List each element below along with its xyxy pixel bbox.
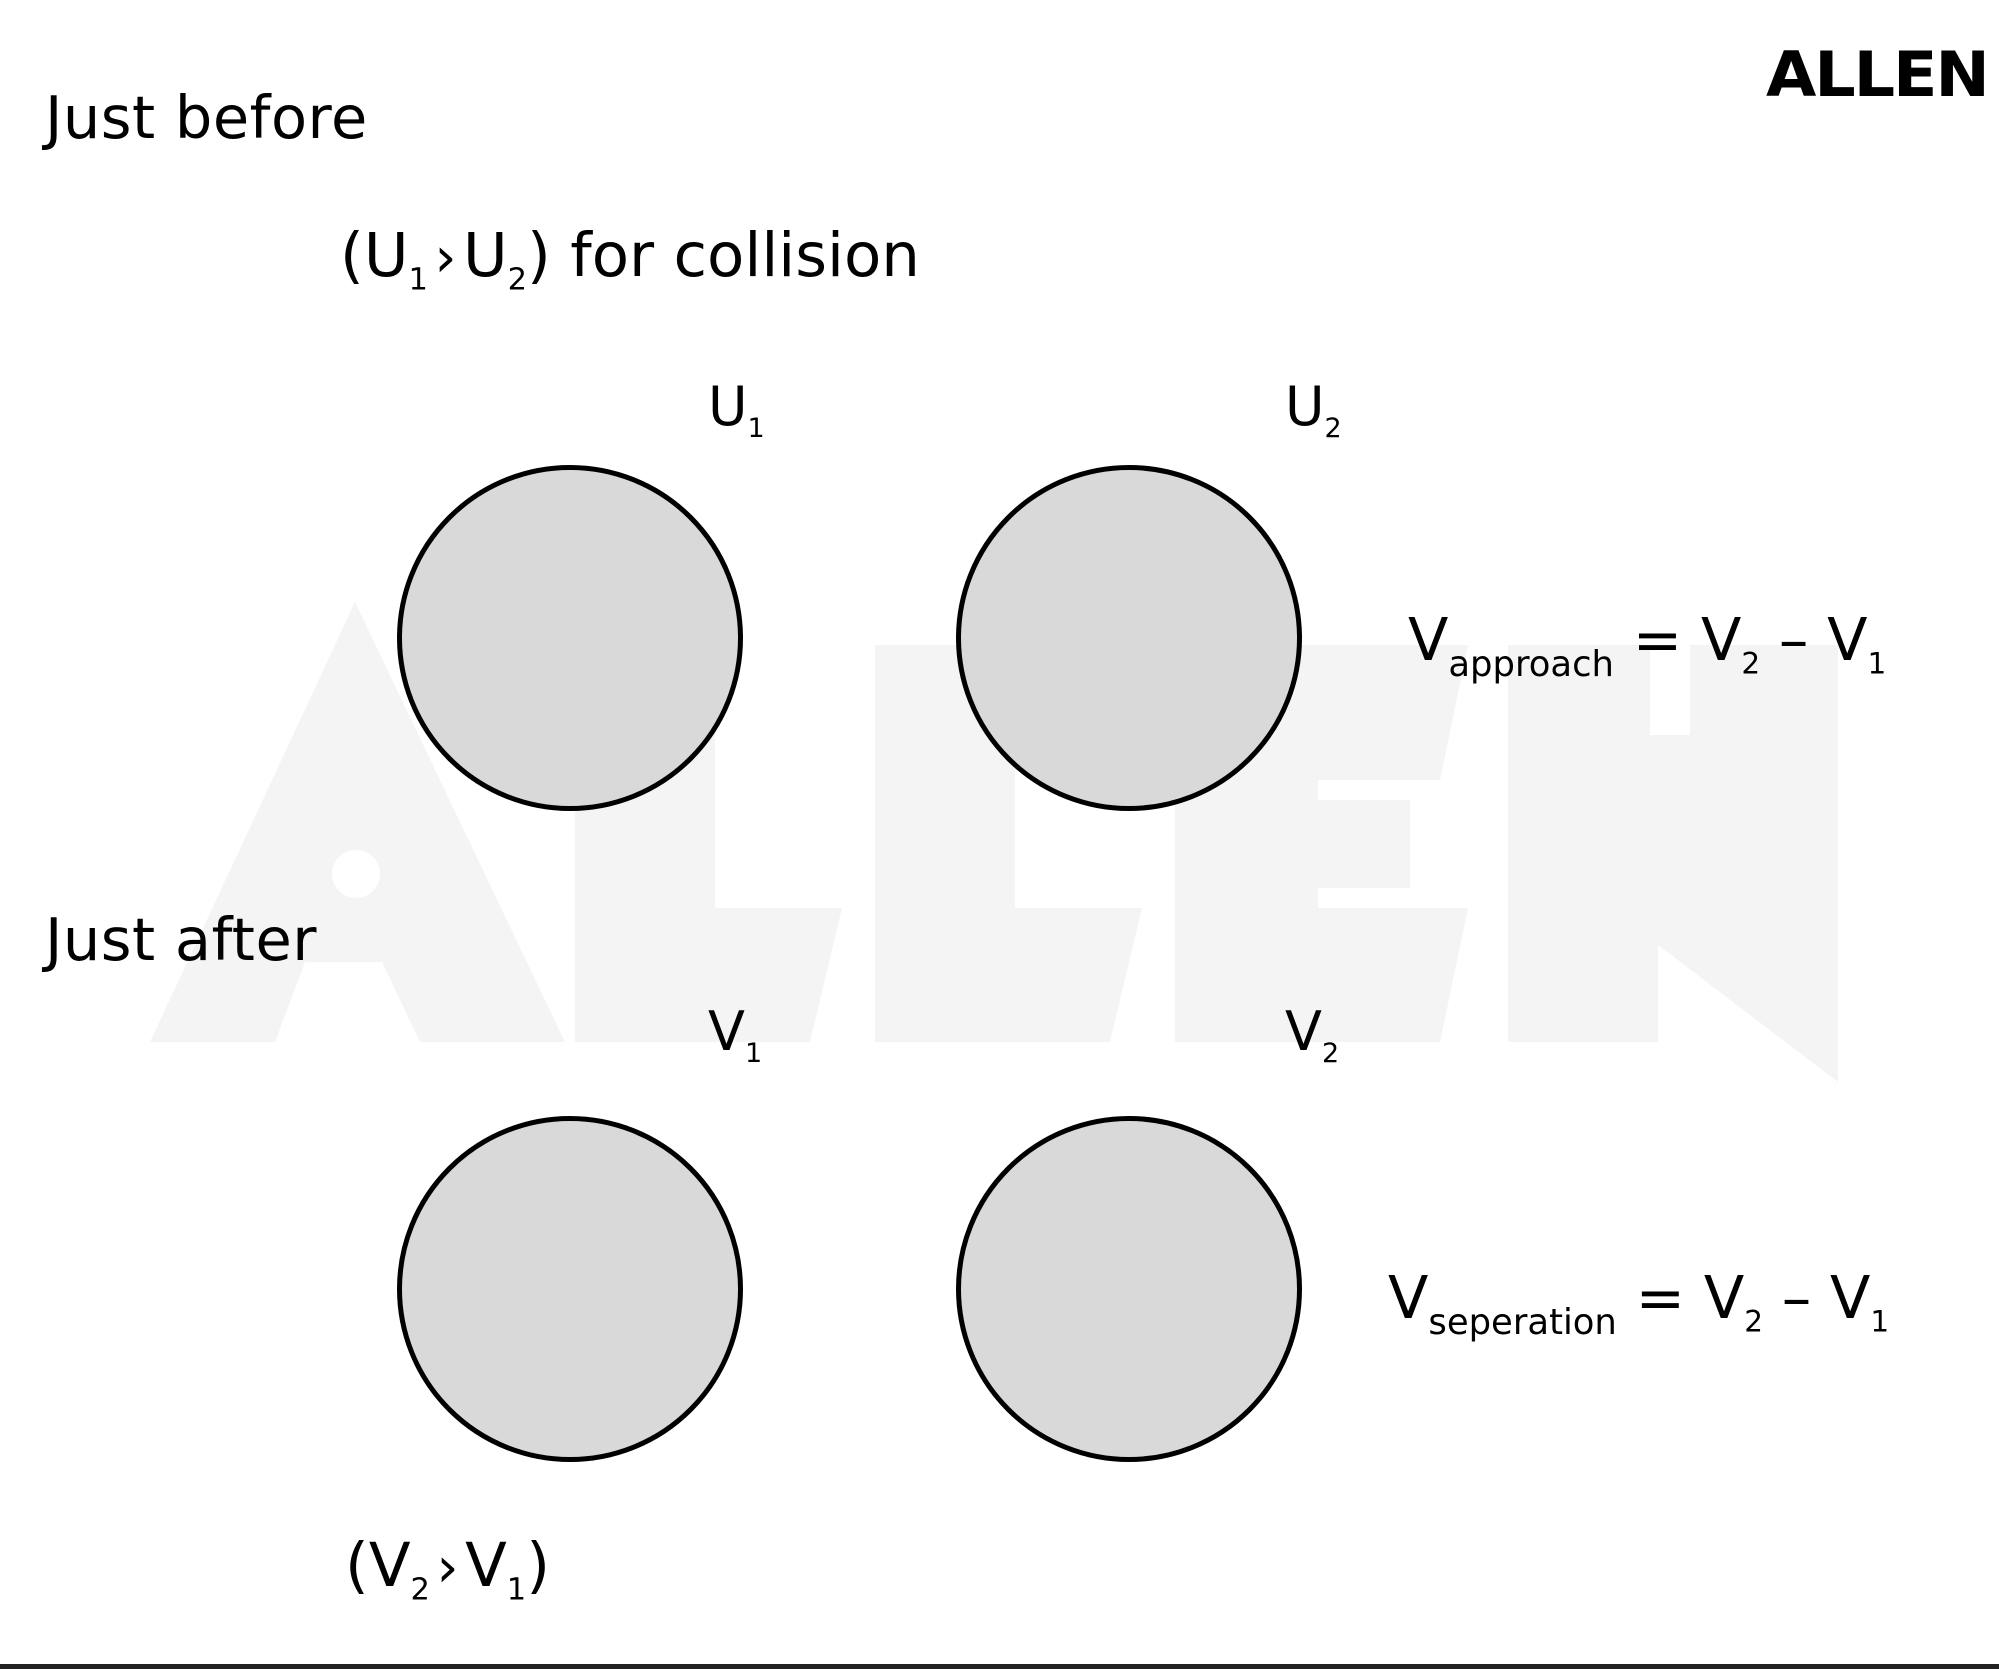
ball1-before-label: U1 — [708, 375, 765, 445]
before-condition: (U1›U2) for collision — [340, 220, 920, 298]
ball1-after — [397, 1116, 743, 1462]
separation-velocity-equation: Vseperation = V2 – V1 — [1388, 1263, 1890, 1343]
bottom-border — [0, 1664, 1999, 1669]
ball2-after-label: V2 — [1285, 1000, 1340, 1070]
approach-velocity-equation: Vapproach = V2 – V1 — [1408, 605, 1887, 685]
just-after-heading: Just after — [45, 905, 317, 974]
ball1-after-label: V1 — [708, 1000, 763, 1070]
allen-logo: ALLEN — [1766, 38, 1990, 111]
just-before-heading: Just before — [45, 83, 368, 152]
ball2-before-label: U2 — [1285, 375, 1342, 445]
ball2-after — [956, 1116, 1302, 1462]
ball2-before — [956, 465, 1302, 811]
after-condition: (V2›V1) — [345, 1530, 551, 1608]
ball1-before — [397, 465, 743, 811]
